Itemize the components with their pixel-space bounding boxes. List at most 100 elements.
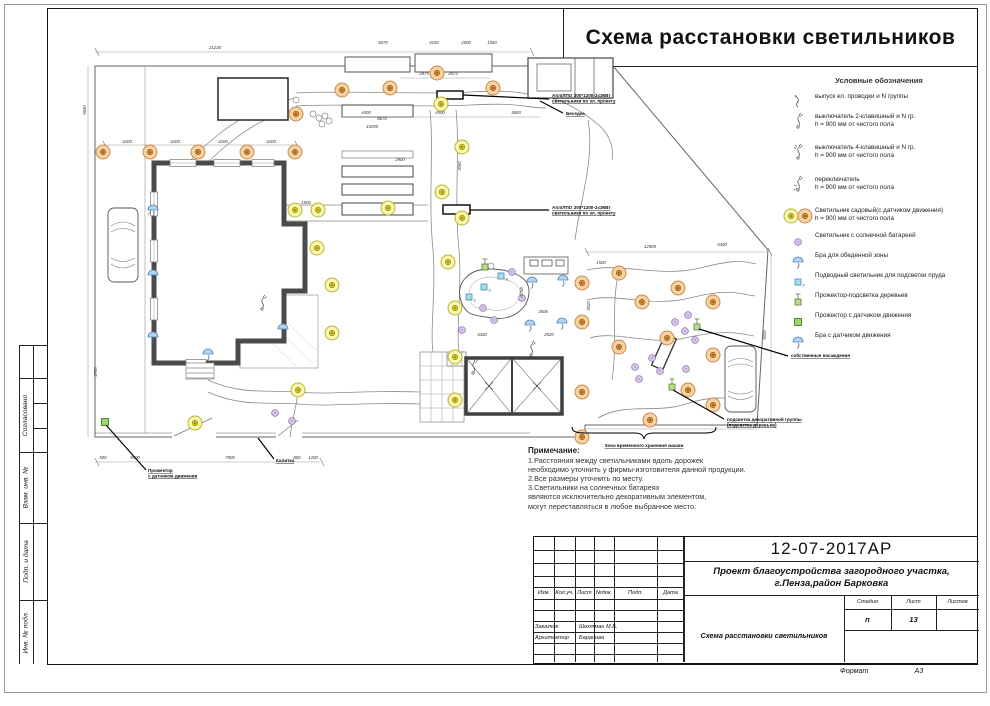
dim-label: 4150 — [429, 40, 439, 45]
motionproj-icon — [781, 312, 815, 332]
light-bra — [147, 269, 159, 282]
light-underwater: 2 — [465, 293, 477, 303]
stamp-strip-line — [19, 600, 47, 601]
light-garden_orange — [190, 144, 206, 160]
annotation-text: светильники по эл. проекту — [552, 211, 616, 216]
stamp-strip-line — [19, 378, 47, 379]
light-garden_yellow — [447, 300, 463, 316]
dim-label: 3600 — [511, 110, 521, 115]
dim-label: 4400 — [361, 110, 371, 115]
sheets-label: Листов — [947, 599, 968, 605]
annotation-leader — [105, 424, 147, 471]
underwater-icon: 2 — [781, 272, 815, 292]
titleblock-line — [844, 609, 979, 610]
light-switch_glyphs — [260, 294, 267, 311]
stamp-strip-line — [19, 345, 20, 664]
annotation-text: Апл/ЛПО 300*1200-2х36Вт — [552, 205, 611, 210]
annotation-leader — [672, 389, 725, 420]
legend-item-motionproj: Прожектор с датчиком движения — [781, 312, 977, 332]
top-structures — [344, 53, 493, 73]
light-garden_orange — [611, 339, 627, 355]
dim-label: 500 — [99, 455, 107, 460]
dim-label: 4400 — [717, 242, 727, 247]
dim-label: 21230 — [208, 45, 222, 50]
light-garden_orange — [574, 275, 590, 291]
dim-label: 7000 — [225, 455, 235, 460]
drawing-name: Схема расстановки светильников — [700, 630, 828, 640]
light-solar — [458, 326, 466, 334]
stamp-strip-line — [33, 428, 47, 429]
dim-label: 4200 — [122, 139, 132, 144]
stamp-strip-line — [33, 345, 34, 664]
light-garden_yellow — [454, 139, 470, 155]
bra-icon — [781, 252, 815, 272]
note-line: 1.Расстояния между светильниками вдоль д… — [528, 456, 704, 465]
note-line: 3.Светильники на солнечных батареях — [528, 483, 660, 493]
titleblock-line — [844, 595, 845, 662]
customer-value: Шехтман М.Б. — [579, 623, 618, 630]
titleblock-line — [534, 550, 684, 551]
side-label-podp: Подп. и дата — [22, 540, 30, 583]
treeproj-icon — [781, 292, 815, 312]
light-symbols: 222 — [95, 65, 721, 445]
light-garden_yellow — [310, 202, 326, 218]
dim-label: 1500 — [596, 260, 606, 265]
annotation-text: Зона временного хранения машин — [605, 443, 684, 448]
light-switch_glyphs — [471, 358, 478, 375]
gazebo — [527, 57, 614, 99]
titleblock-line — [936, 595, 937, 630]
light-bra — [526, 276, 538, 289]
col-list: Лист — [577, 590, 592, 596]
annotation-leader — [462, 94, 550, 100]
legend-item-label: Прожектор-подсветка деревьев — [815, 292, 908, 299]
dim-label: 1200 — [308, 455, 318, 460]
col-data: Дата — [663, 590, 678, 596]
format-label: Формат — [840, 666, 869, 675]
dim-label: 3430 — [477, 332, 487, 337]
legend-item-switch4: выключатель 4-клавишный и N гр.h = 900 м… — [781, 144, 977, 176]
note-line: являются исключительно декоративным элем… — [528, 492, 707, 502]
bra2-icon — [781, 332, 815, 352]
dim-label: 1500 — [301, 200, 311, 205]
svg-text:2: 2 — [474, 298, 477, 303]
light-tree_projector — [693, 318, 701, 331]
legend-item-label: Бра для обеденной зоны — [815, 252, 889, 259]
legend-item-label: Прожектор с датчиком движения — [815, 312, 912, 319]
light-bra — [277, 323, 289, 336]
zone-brace — [571, 426, 717, 440]
light-underwater: 2 — [497, 272, 509, 282]
light-solar — [271, 409, 279, 417]
note-line: 2.Все размеры уточнить по месту. — [528, 474, 644, 484]
dim-label: 4200 — [218, 139, 228, 144]
light-garden_orange — [574, 314, 590, 330]
light-underwater: 2 — [480, 283, 492, 293]
dim-label: 5000 — [762, 330, 767, 340]
light-garden_orange — [485, 80, 501, 96]
col-podp: Подп. — [628, 590, 643, 596]
light-white_dots — [325, 117, 333, 125]
wiring-icon — [781, 93, 815, 113]
light-solar — [479, 304, 487, 312]
titleblock-line — [844, 630, 979, 631]
page-title: Схема расстановки светильников — [585, 26, 956, 49]
legend-item-garden: Светильник садовый(с датчиком движения)h… — [781, 207, 977, 232]
legend: Условные обозначения выпуск ел. проводки… — [781, 76, 977, 352]
note-line: необходимо уточнить у фирмы-изготовителя… — [528, 465, 746, 475]
doc-number: 12-07-2017АР — [770, 539, 893, 558]
titleblock-line — [534, 599, 684, 600]
light-solar — [656, 367, 664, 375]
stamp-strip-line — [19, 345, 47, 346]
light-solar — [518, 294, 526, 302]
light-garden_yellow — [434, 184, 450, 200]
stamp-strip-line — [33, 403, 47, 404]
light-solar — [508, 268, 516, 276]
light-garden_yellow — [324, 277, 340, 293]
legend-item-label: выключатель 4-клавишный и N гр.h = 900 м… — [815, 144, 916, 160]
car-left — [107, 207, 139, 283]
light-garden_orange — [611, 265, 627, 281]
format-line: Формат А3 — [840, 666, 980, 675]
